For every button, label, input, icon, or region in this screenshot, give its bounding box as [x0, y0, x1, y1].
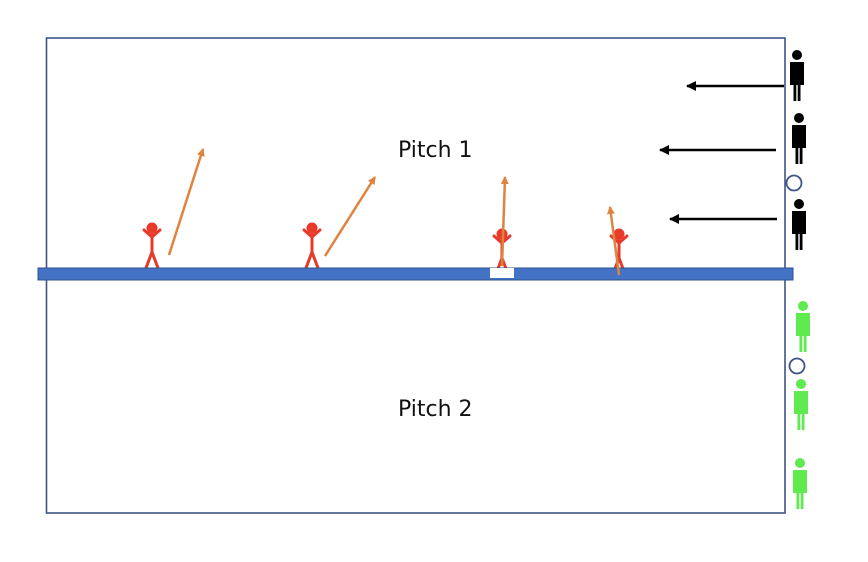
black-player [790, 50, 804, 101]
green-player [793, 458, 807, 509]
pitch-divider [37, 267, 794, 281]
pitch-1-label: Pitch 1 [398, 138, 473, 163]
run-arrow [606, 206, 621, 276]
green-player [794, 379, 808, 430]
black-player [792, 113, 806, 164]
divider-gap [490, 268, 514, 278]
green-player [796, 301, 810, 352]
run-arrow [167, 148, 205, 256]
black-player [792, 199, 806, 250]
run-arrow [323, 176, 377, 257]
pitch-2-label: Pitch 2 [398, 397, 473, 422]
cone-marker [785, 174, 803, 192]
run-arrow [500, 176, 509, 267]
cone-marker [788, 357, 806, 375]
